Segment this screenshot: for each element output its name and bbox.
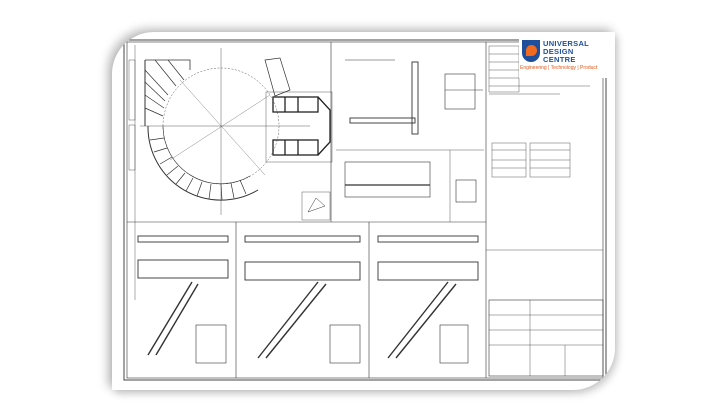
engineering-drawing bbox=[123, 39, 607, 381]
section-details bbox=[336, 59, 484, 222]
logo-line-1: UNIVERSAL bbox=[543, 39, 590, 48]
plan-view bbox=[140, 48, 333, 221]
company-logo: UNIVERSAL DESIGN CENTRE Engineering | Te… bbox=[519, 38, 613, 78]
elevation-details bbox=[137, 235, 479, 364]
title-column bbox=[486, 45, 604, 377]
logo-line-3: CENTRE bbox=[543, 55, 576, 64]
logo-tagline: Engineering | Technology | Product bbox=[520, 65, 598, 71]
logo-line-2: DESIGN bbox=[543, 47, 574, 56]
logo-mark-icon bbox=[522, 40, 540, 62]
drawing-sheet: UNIVERSAL DESIGN CENTRE Engineering | Te… bbox=[112, 32, 615, 390]
